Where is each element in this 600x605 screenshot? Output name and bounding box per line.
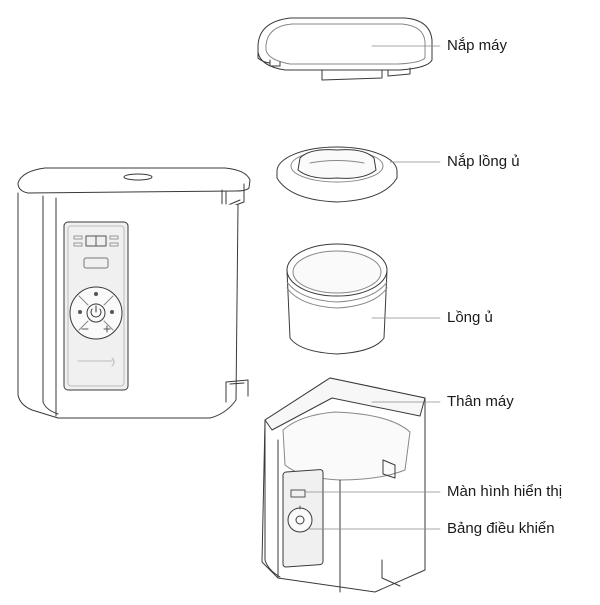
inner-pot-illustration	[286, 243, 388, 355]
label-inner-lid: Nắp lồng ủ	[447, 153, 520, 170]
inner-lid-illustration	[276, 146, 398, 203]
leader-lines	[305, 45, 441, 530]
label-display: Màn hình hiển thị	[447, 483, 563, 500]
label-control-panel: Bảng điều khiển	[447, 520, 555, 537]
body-illustration	[261, 377, 426, 593]
assembled-machine-illustration	[17, 167, 251, 419]
lid-illustration	[257, 17, 433, 81]
label-lid: Nắp máy	[447, 37, 508, 54]
label-body: Thân máy	[447, 393, 514, 410]
label-inner-pot: Lồng ủ	[447, 309, 493, 326]
